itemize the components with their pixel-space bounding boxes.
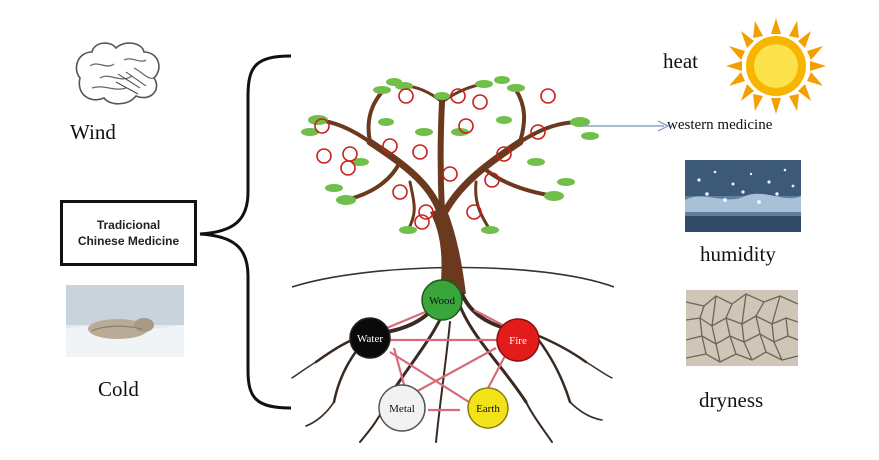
wood-element (421, 279, 463, 321)
sun-icon (726, 18, 826, 114)
tree-roots (291, 292, 613, 443)
earth-element (467, 387, 509, 429)
western-arrow (582, 120, 670, 132)
tree-trunk (430, 208, 466, 294)
left-brace (199, 54, 292, 410)
cold-label: Cold (98, 377, 139, 401)
water-label: Water (357, 333, 383, 345)
tcm-box: Tradicional Chinese Medicine (60, 200, 197, 266)
tree-branches (316, 82, 582, 232)
heat-label: heat (663, 49, 698, 73)
fire-label: Fire (509, 335, 527, 347)
cold-photo (66, 285, 184, 357)
tcm-title-line2: Chinese Medicine (77, 234, 180, 248)
humidity-photo (685, 160, 801, 232)
dryness-photo (686, 290, 798, 366)
wind-icon (75, 42, 160, 105)
tree-diagram: Wood Water Fire Earth Metal (291, 76, 615, 443)
dryness-label: dryness (699, 388, 764, 412)
wind-label: Wind (70, 120, 116, 144)
water-element (349, 317, 391, 359)
humidity-label: humidity (700, 242, 776, 266)
tree-leaves (301, 76, 599, 234)
fire-element (496, 318, 540, 362)
tree-red-circles (314, 88, 556, 230)
earth-label: Earth (476, 403, 500, 415)
western-medicine-label: western medicine (667, 117, 773, 133)
metal-label: Metal (389, 403, 415, 415)
tcm-title-line1: Tradicional (96, 218, 161, 232)
element-cycle-arrows (380, 308, 513, 412)
wood-label: Wood (429, 295, 456, 307)
metal-element (378, 384, 426, 432)
